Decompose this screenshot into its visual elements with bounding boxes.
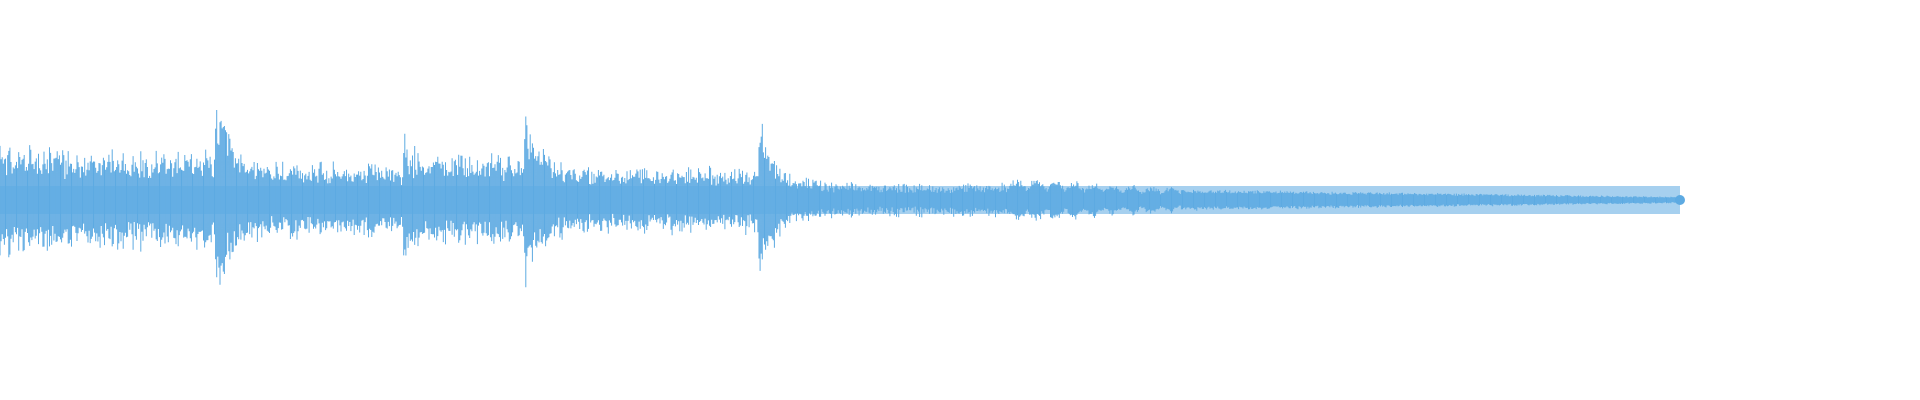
- waveform-trace: [0, 110, 1681, 288]
- waveform-end-cap: [1675, 195, 1685, 205]
